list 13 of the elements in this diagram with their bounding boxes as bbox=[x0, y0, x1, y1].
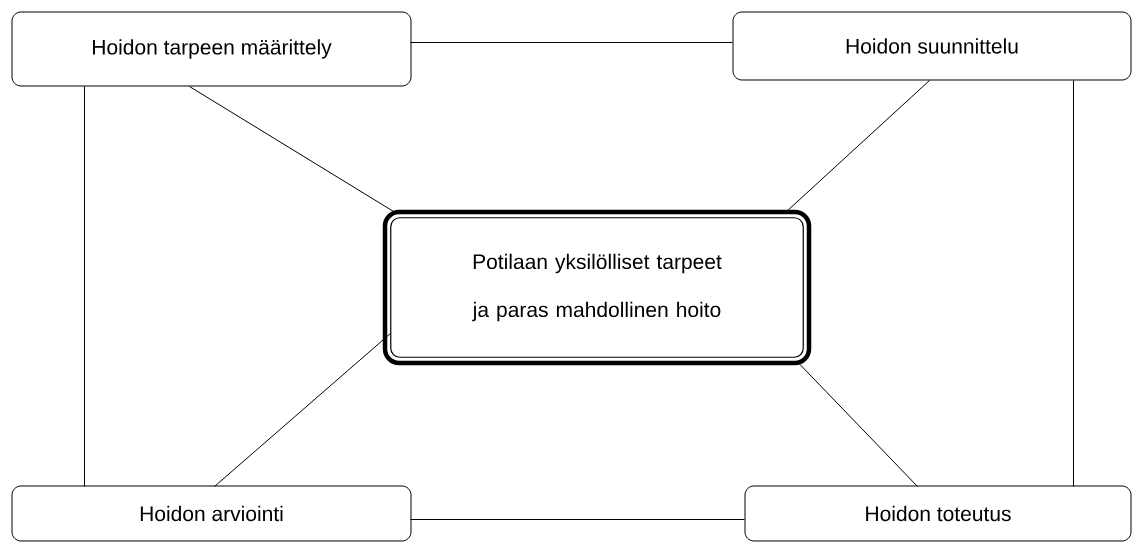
process-box: Hoidon tarpeen määrittely bbox=[11, 11, 412, 87]
process-box: Hoidon arviointi bbox=[11, 485, 412, 542]
connector-line bbox=[1073, 80, 1074, 487]
connector-line bbox=[189, 86, 396, 213]
center-box: Potilaan yksilölliset tarpeet ja paras mahdollinen hoito bbox=[382, 209, 812, 366]
process-box: Hoidon toteutus bbox=[744, 485, 1132, 542]
connector-line bbox=[410, 42, 733, 43]
process-box: Hoidon suunnittelu bbox=[732, 11, 1132, 81]
connector-line bbox=[214, 332, 392, 487]
connector-line bbox=[799, 363, 918, 487]
connector-line bbox=[84, 86, 85, 487]
connector-line bbox=[785, 80, 930, 213]
connector-line bbox=[410, 519, 745, 520]
